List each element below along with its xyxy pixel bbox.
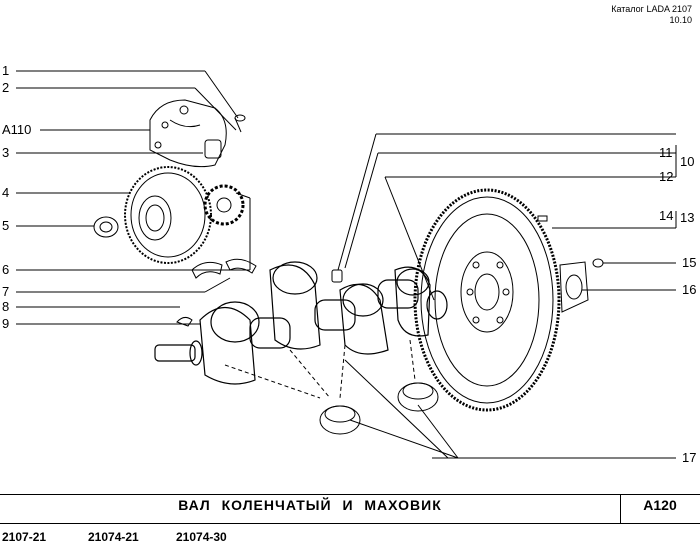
tensioner-part xyxy=(204,139,222,159)
callout-4: 4 xyxy=(2,185,10,200)
title-divider xyxy=(620,495,621,523)
flywheel-part xyxy=(413,188,561,412)
section-code: A120 xyxy=(643,497,677,513)
callout-2: 2 xyxy=(2,80,10,95)
exploded-parts-diagram xyxy=(16,70,677,459)
callout-8: 8 xyxy=(2,299,10,314)
callout-3: 3 xyxy=(2,145,10,160)
nut-part xyxy=(93,216,119,238)
plug-part xyxy=(331,269,343,283)
callout-6: 6 xyxy=(2,262,10,277)
callout-15: 15 xyxy=(682,255,697,270)
model-code: 21074-21 xyxy=(88,530,139,544)
page-title: ВАЛ КОЛЕНЧАТЫЙ И МАХОВИК xyxy=(178,497,442,513)
callout-14: 14 xyxy=(659,208,674,223)
catalog-title: Каталог LADA 2107 xyxy=(611,4,692,14)
callout-9: 9 xyxy=(2,316,10,331)
washer-plate-part xyxy=(559,261,589,313)
main-bearing-halves xyxy=(319,382,439,435)
callout-a110: A110 xyxy=(2,122,32,137)
crankshaft-part xyxy=(154,261,448,385)
bearing-guides xyxy=(224,339,416,399)
callout-16: 16 xyxy=(682,282,697,297)
pulley-part xyxy=(124,166,212,264)
callout-13: 13 xyxy=(680,210,695,225)
thrust-half-rings xyxy=(191,258,257,279)
title-bottom-rule xyxy=(0,523,700,524)
bolt-part xyxy=(234,114,246,133)
callout-17: 17 xyxy=(682,450,697,465)
catalog-revision: 10.10 xyxy=(669,15,692,25)
callout-7: 7 xyxy=(2,284,10,299)
callout-1: 1 xyxy=(2,63,10,78)
timing-cover xyxy=(149,99,227,168)
model-code: 2107-21 xyxy=(2,530,47,544)
pin-part xyxy=(537,215,548,222)
sprocket-part xyxy=(203,184,245,226)
key-part xyxy=(176,316,193,327)
callout-5: 5 xyxy=(2,218,10,233)
leader-lines-left xyxy=(16,70,251,325)
callout-11: 11 xyxy=(659,145,673,160)
model-code: 21074-30 xyxy=(176,530,227,544)
title-top-rule xyxy=(0,494,700,495)
callout-12: 12 xyxy=(659,169,674,184)
leader-lines-right xyxy=(337,133,676,459)
flywheel-bolt-part xyxy=(592,258,613,268)
callout-10: 10 xyxy=(680,154,695,169)
